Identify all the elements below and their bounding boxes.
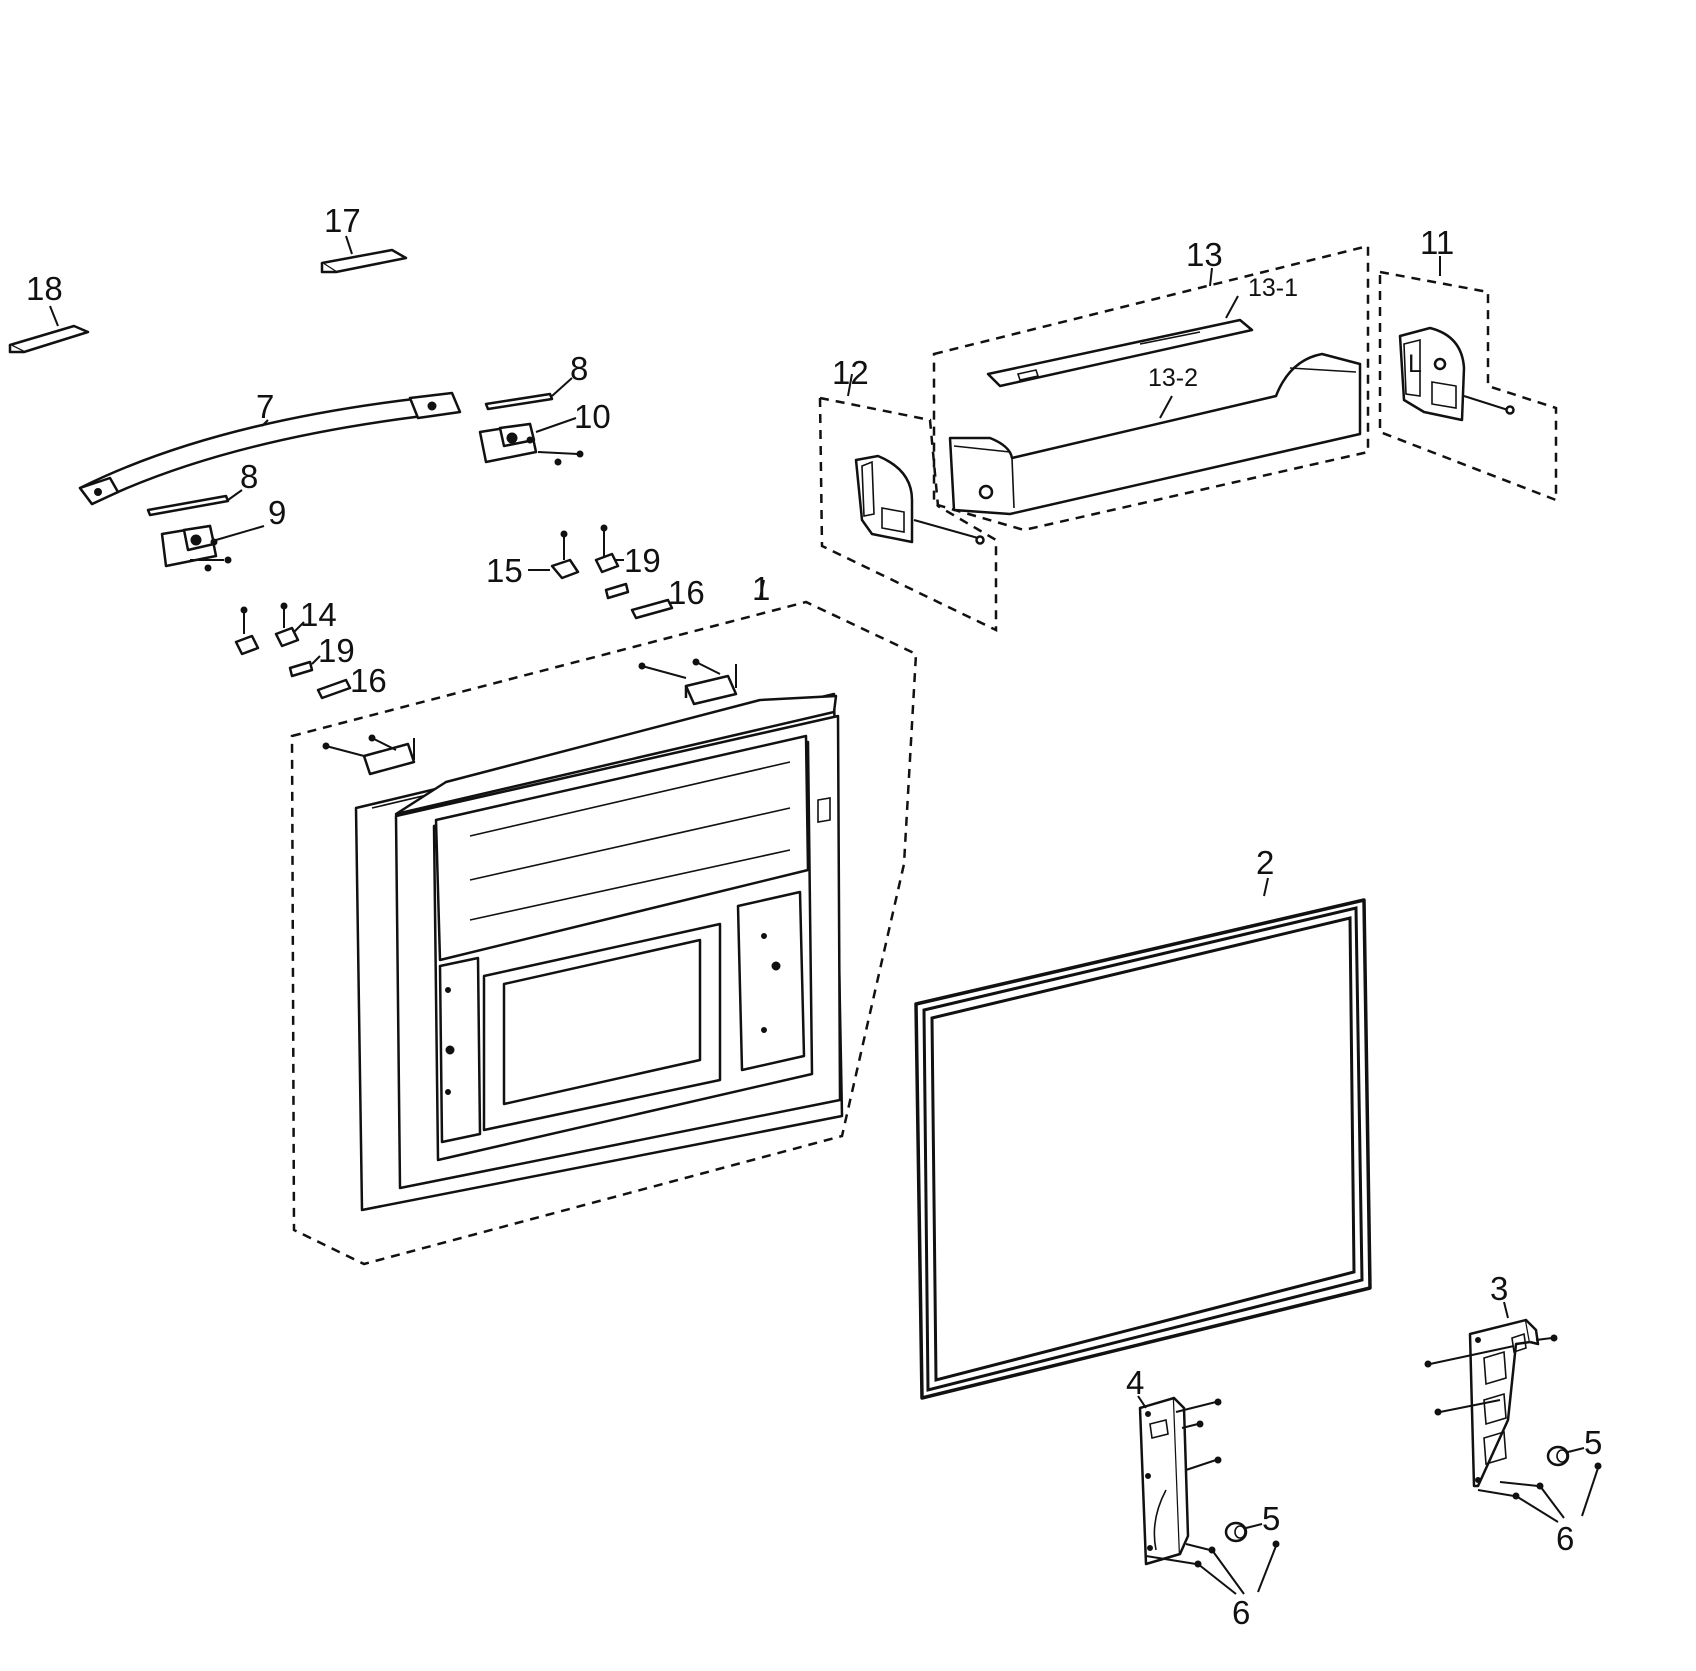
part-13-door-bin (932, 244, 1370, 532)
label-6-left: 6 (1232, 1594, 1250, 1631)
label-18: 18 (26, 270, 63, 307)
part-6-screws-right (1515, 1462, 1602, 1523)
label-11: 11 (1420, 224, 1454, 261)
label-10: 10 (574, 398, 611, 435)
label-13-1: 13-1 (1248, 274, 1298, 302)
part-12-bin-end-cap (818, 373, 998, 632)
label-14: 14 (300, 596, 337, 633)
part-19-spring-upper (594, 524, 630, 600)
part-3-lower-hinge (1424, 1301, 1558, 1500)
part-9-hinge (160, 524, 265, 572)
label-16-upper: 16 (668, 574, 705, 611)
part-14-clip (234, 602, 305, 656)
part-19-spring-lower (288, 655, 321, 678)
label-8-upper: 8 (570, 350, 588, 387)
part-1-door-assembly (290, 579, 918, 1266)
label-19-lower: 19 (318, 632, 355, 669)
label-15: 15 (486, 552, 523, 589)
part-6-screws-left (1197, 1540, 1280, 1595)
part-5-roller-right (1546, 1445, 1585, 1467)
part-4-lower-hinge (1137, 1395, 1222, 1568)
part-8-rod-upper (484, 377, 573, 411)
part-8-rod-lower (146, 489, 243, 517)
left-side-marker: L (1408, 350, 1422, 378)
label-5-left: 5 (1262, 1500, 1280, 1537)
part-15-clip (528, 530, 580, 580)
part-10-hinge (478, 417, 584, 466)
label-1: 1 (752, 570, 770, 607)
label-6-right: 6 (1556, 1520, 1574, 1557)
part-16-pin-lower (316, 678, 352, 700)
label-2: 2 (1256, 844, 1274, 881)
label-12: 12 (832, 354, 869, 391)
label-4: 4 (1126, 1364, 1144, 1401)
label-8-lower: 8 (240, 458, 258, 495)
label-7: 7 (256, 388, 274, 425)
part-18-cap (8, 305, 90, 354)
part-16-pin-upper (630, 598, 674, 620)
label-13-2: 13-2 (1148, 364, 1198, 392)
label-9: 9 (268, 494, 286, 531)
label-3: 3 (1490, 1270, 1508, 1307)
label-19-upper: 19 (624, 542, 661, 579)
label-16-lower: 16 (350, 662, 387, 699)
part-17-cap (320, 235, 408, 274)
label-5-right: 5 (1584, 1424, 1602, 1461)
part-11-bin-end-cap: L (1378, 256, 1558, 502)
part-2-door-gasket (914, 877, 1372, 1400)
label-17: 17 (324, 202, 361, 239)
part-5-roller-left (1224, 1521, 1263, 1543)
label-13: 13 (1186, 236, 1223, 273)
part-7-handle (78, 391, 462, 506)
